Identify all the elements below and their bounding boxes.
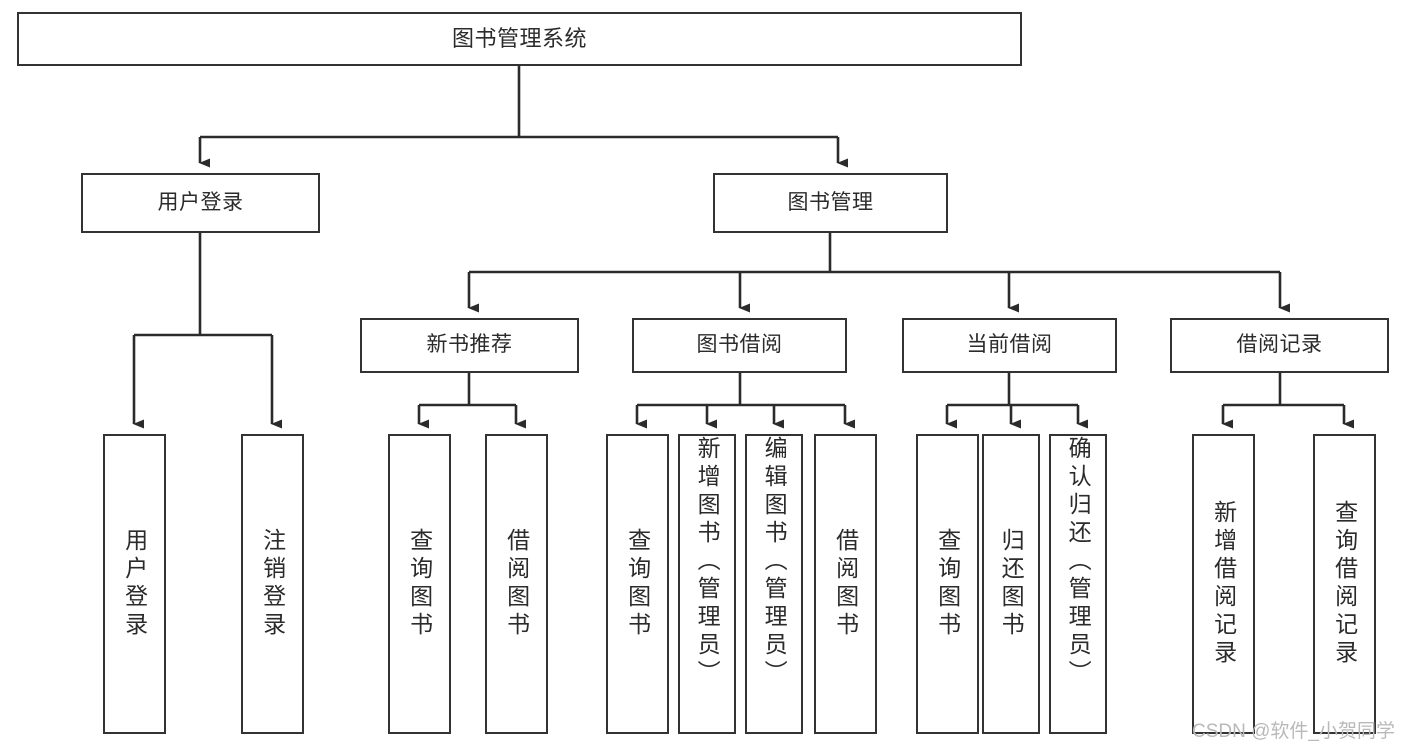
node-leaf-borrow-book-2[interactable]: 借阅图书 xyxy=(814,434,877,734)
node-user-login[interactable]: 用户登录 xyxy=(81,173,320,233)
leaf-return-book-label: 归还图书 xyxy=(998,528,1025,640)
leaf-query-book-3-label: 查询图书 xyxy=(934,528,961,640)
node-book-borrow-label: 图书借阅 xyxy=(696,333,783,357)
node-leaf-query-record[interactable]: 查询借阅记录 xyxy=(1313,434,1376,734)
node-current-borrow-label: 当前借阅 xyxy=(966,333,1053,357)
leaf-borrow-book-2-label: 借阅图书 xyxy=(832,528,859,640)
leaf-borrow-book-1-label: 借阅图书 xyxy=(503,528,530,640)
leaf-add-book-label: 新增图书（管理员） xyxy=(694,436,721,688)
node-leaf-edit-book[interactable]: 编辑图书（管理员） xyxy=(745,434,803,734)
leaf-add-record-label: 新增借阅记录 xyxy=(1210,500,1237,668)
node-leaf-return-book[interactable]: 归还图书 xyxy=(982,434,1040,734)
leaf-user-login-label: 用户登录 xyxy=(121,528,148,640)
leaf-confirm-return-label: 确认归还（管理员） xyxy=(1065,436,1092,688)
node-root-label: 图书管理系统 xyxy=(451,26,587,52)
node-leaf-add-book[interactable]: 新增图书（管理员） xyxy=(678,434,736,734)
leaf-query-book-2-label: 查询图书 xyxy=(624,528,651,640)
node-book-manage-label: 图书管理 xyxy=(787,190,874,214)
node-current-borrow[interactable]: 当前借阅 xyxy=(902,318,1117,373)
node-new-book-recommend-label: 新书推荐 xyxy=(426,333,513,357)
node-leaf-logout[interactable]: 注销登录 xyxy=(241,434,304,734)
leaf-query-book-1-label: 查询图书 xyxy=(406,528,433,640)
node-leaf-user-login[interactable]: 用户登录 xyxy=(103,434,166,734)
node-leaf-query-book-1[interactable]: 查询图书 xyxy=(388,434,451,734)
node-root[interactable]: 图书管理系统 xyxy=(17,12,1022,66)
node-new-book-recommend[interactable]: 新书推荐 xyxy=(360,318,579,373)
node-leaf-query-book-2[interactable]: 查询图书 xyxy=(606,434,669,734)
node-borrow-record-label: 借阅记录 xyxy=(1236,333,1323,357)
node-leaf-add-record[interactable]: 新增借阅记录 xyxy=(1192,434,1255,734)
node-leaf-borrow-book-1[interactable]: 借阅图书 xyxy=(485,434,548,734)
node-user-login-label: 用户登录 xyxy=(157,190,244,214)
watermark-text: CSDN @软件_小贺同学 xyxy=(1192,721,1395,742)
leaf-logout-label: 注销登录 xyxy=(259,528,286,640)
node-leaf-query-book-3[interactable]: 查询图书 xyxy=(916,434,979,734)
leaf-query-record-label: 查询借阅记录 xyxy=(1331,500,1358,668)
node-book-borrow[interactable]: 图书借阅 xyxy=(632,318,847,373)
node-leaf-confirm-return[interactable]: 确认归还（管理员） xyxy=(1049,434,1107,734)
node-book-manage[interactable]: 图书管理 xyxy=(713,173,948,233)
leaf-edit-book-label: 编辑图书（管理员） xyxy=(761,436,788,688)
node-borrow-record[interactable]: 借阅记录 xyxy=(1170,318,1389,373)
